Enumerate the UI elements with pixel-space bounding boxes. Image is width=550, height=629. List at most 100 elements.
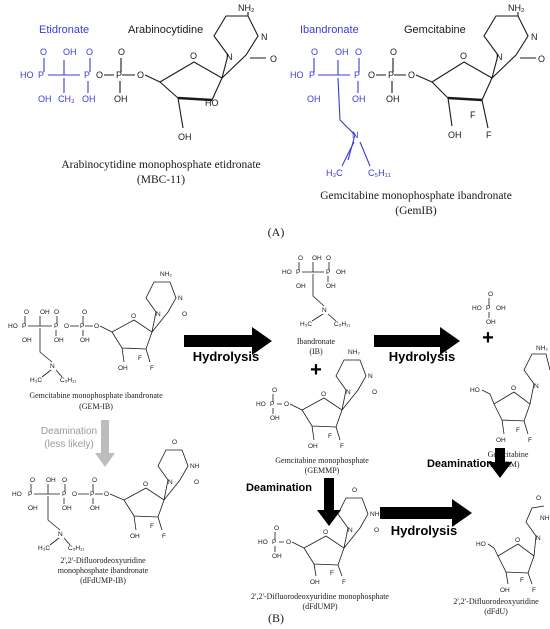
svg-text:OH: OH	[496, 305, 506, 312]
svg-text:F: F	[470, 110, 476, 120]
svg-text:O: O	[311, 47, 318, 57]
gemcitabine-label-a: Gemcitabine	[404, 24, 466, 36]
gemmp-caption-abbrev: (GEMMP)	[305, 466, 340, 475]
ibandronate-label-a: Ibandronate	[300, 24, 359, 36]
svg-text:P: P	[388, 70, 394, 80]
svg-text:F: F	[340, 443, 344, 450]
svg-text:OH: OH	[114, 94, 128, 104]
svg-text:N: N	[168, 479, 173, 486]
dfdump-caption-abbrev: (dFdUMP)	[302, 602, 337, 611]
svg-text:F: F	[150, 523, 154, 530]
mbc11-caption-abbrev: (MBC-11)	[137, 174, 185, 186]
svg-text:OH: OH	[270, 415, 280, 422]
svg-text:OH: OH	[312, 255, 322, 262]
svg-text:NH₂: NH₂	[238, 3, 255, 13]
svg-text:NH₂: NH₂	[536, 345, 548, 352]
phosphate-structure: O HO P OH OH	[472, 291, 506, 326]
svg-text:OH: OH	[296, 283, 306, 290]
svg-text:OH: OH	[496, 437, 506, 444]
svg-text:O: O	[190, 51, 197, 61]
svg-text:O: O	[515, 537, 520, 544]
svg-text:OH: OH	[448, 130, 462, 140]
svg-text:P: P	[309, 70, 315, 80]
svg-text:N: N	[156, 311, 161, 318]
svg-text:C₅H₁₁: C₅H₁₁	[368, 168, 391, 178]
panel-a-label: (A)	[268, 225, 285, 239]
svg-text:OH: OH	[38, 94, 52, 104]
svg-text:OH: OH	[46, 477, 56, 484]
svg-text:HO: HO	[470, 387, 480, 394]
svg-text:O: O	[372, 389, 377, 396]
svg-text:HO: HO	[472, 305, 482, 312]
svg-text:O: O	[94, 323, 99, 330]
svg-text:O: O	[86, 47, 93, 57]
svg-text:P: P	[486, 305, 490, 312]
svg-text:F: F	[138, 355, 142, 362]
svg-text:NH: NH	[190, 463, 200, 470]
svg-text:CH₃: CH₃	[58, 94, 75, 104]
mbc11-caption-name: Arabinocytidine monophosphate etidronate	[61, 159, 260, 171]
svg-text:N: N	[50, 363, 55, 370]
svg-text:OH: OH	[82, 94, 96, 104]
svg-text:O: O	[137, 70, 144, 80]
svg-text:O: O	[96, 70, 103, 80]
svg-text:N: N	[368, 373, 373, 380]
svg-text:OH: OH	[386, 94, 400, 104]
dfdu-caption-name: 2',2'-Difluorodeoxyuridine	[453, 597, 539, 606]
svg-text:OH: OH	[352, 94, 366, 104]
svg-text:O: O	[488, 291, 493, 298]
svg-text:NH: NH	[370, 511, 380, 518]
svg-text:N: N	[348, 527, 353, 534]
dfdump-ib-caption-name: 2',2'-Difluorodeoxyuridine	[60, 556, 146, 565]
svg-text:N: N	[531, 32, 538, 42]
svg-text:O: O	[355, 47, 362, 57]
svg-text:O: O	[54, 309, 59, 316]
deamination-less-likely-label: Deamination	[41, 426, 97, 437]
hydrolysis-label-2: Hydrolysis	[389, 349, 455, 364]
svg-text:O: O	[390, 47, 397, 57]
svg-text:P: P	[80, 323, 84, 330]
gemmp-structure: O HO P OH O O OH F F N N O NH₂	[256, 349, 377, 450]
svg-text:F: F	[520, 577, 524, 584]
svg-text:F: F	[486, 130, 492, 140]
deamination-arrow-right	[488, 448, 512, 478]
svg-text:OH: OH	[40, 309, 50, 316]
svg-text:F: F	[342, 579, 346, 586]
svg-text:O: O	[118, 47, 125, 57]
svg-text:O: O	[326, 255, 331, 262]
svg-text:O: O	[460, 51, 467, 61]
svg-text:HO: HO	[258, 539, 268, 546]
svg-text:F: F	[516, 427, 520, 434]
svg-text:P: P	[354, 70, 360, 80]
svg-text:OH: OH	[178, 132, 192, 142]
deamination-less-likely-note: (less likely)	[44, 439, 93, 450]
svg-text:P: P	[28, 491, 32, 498]
svg-text:F: F	[330, 570, 334, 577]
svg-text:OH: OH	[63, 47, 77, 57]
svg-text:P: P	[22, 323, 26, 330]
svg-text:O: O	[323, 529, 328, 536]
svg-text:O: O	[40, 47, 47, 57]
svg-text:H₃C: H₃C	[30, 377, 42, 384]
svg-text:OH: OH	[308, 443, 318, 450]
svg-text:O: O	[536, 495, 541, 502]
svg-text:O: O	[104, 491, 109, 498]
svg-text:N: N	[178, 295, 183, 302]
svg-text:O: O	[30, 477, 35, 484]
svg-text:O: O	[352, 487, 357, 494]
svg-text:O: O	[24, 309, 29, 316]
svg-text:NH₂: NH₂	[348, 349, 360, 356]
svg-text:O: O	[172, 439, 177, 446]
gemmp-caption-name: Gemcitabine monophosphate	[275, 456, 369, 465]
svg-text:OH: OH	[118, 365, 128, 372]
svg-text:OH: OH	[28, 505, 38, 512]
svg-text:OH: OH	[310, 579, 320, 586]
svg-text:HO: HO	[8, 323, 18, 330]
svg-text:NH₂: NH₂	[508, 3, 525, 13]
svg-text:N: N	[261, 32, 268, 42]
arabinocytidine-label: Arabinocytidine	[128, 24, 203, 36]
etidronate-label: Etidronate	[39, 24, 89, 36]
svg-text:HO: HO	[12, 491, 22, 498]
dfdump-structure: O HO P OH O O OH F F N NH O O	[258, 487, 380, 586]
